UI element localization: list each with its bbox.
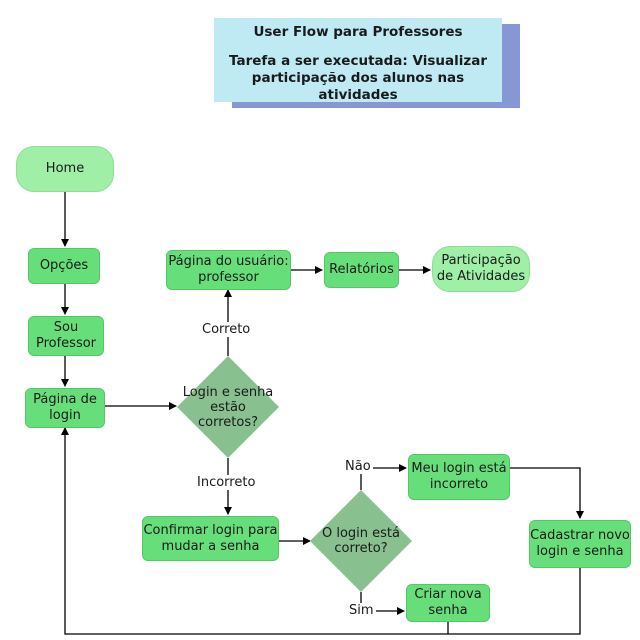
edge-meu-login-cadastrar [510,467,584,519]
title-box: User Flow para Professores Tarefa a ser … [214,18,502,103]
node-home-label: Home [45,161,85,176]
node-cadastrar-novo[interactable]: Cadastrar novo login e senha [529,520,631,568]
node-pagina-usuario[interactable]: Página do usuário: professor [166,250,291,290]
title-main: User Flow para Professores [253,24,463,40]
decision-shape-login-correto [310,490,412,592]
node-cadastrar-novo-label: Cadastrar novo login e senha [530,528,630,559]
edge-label-nao: Não [343,459,373,474]
node-pagina-login[interactable]: Página de login [25,388,105,428]
node-confirmar-login[interactable]: Confirmar login para mudar a senha [142,516,279,561]
edge-return-login [61,427,581,635]
node-opcoes[interactable]: Opções [28,248,100,284]
node-confirmar-login-label: Confirmar login para mudar a senha [143,522,278,554]
edge-label-sim: Sim [347,603,376,618]
node-home[interactable]: Home [16,146,114,192]
node-participacao[interactable]: Participação de Atividades [432,246,530,292]
node-criar-nova-senha[interactable]: Criar nova senha [406,584,490,622]
decision-shape-login [177,356,279,458]
title-task: Tarefa a ser executada: Visualizar parti… [229,53,487,103]
edge-label-correto: Correto [200,322,253,337]
node-meu-login-incorreto-label: Meu login está incorreto [411,461,507,492]
node-sou-professor[interactable]: Sou Professor [28,316,104,356]
node-participacao-label: Participação de Atividades [436,253,526,284]
node-pagina-usuario-label: Página do usuário: professor [168,254,289,285]
node-criar-nova-senha-label: Criar nova senha [414,587,482,618]
node-opcoes-label: Opções [39,258,89,273]
node-sou-professor-label: Sou Professor [35,320,97,351]
node-relatorios-label: Relatórios [329,262,394,277]
node-meu-login-incorreto[interactable]: Meu login está incorreto [408,454,510,500]
node-relatorios[interactable]: Relatórios [324,252,399,288]
edge-label-incorreto: Incorreto [195,475,258,490]
node-pagina-login-label: Página de login [33,392,97,423]
